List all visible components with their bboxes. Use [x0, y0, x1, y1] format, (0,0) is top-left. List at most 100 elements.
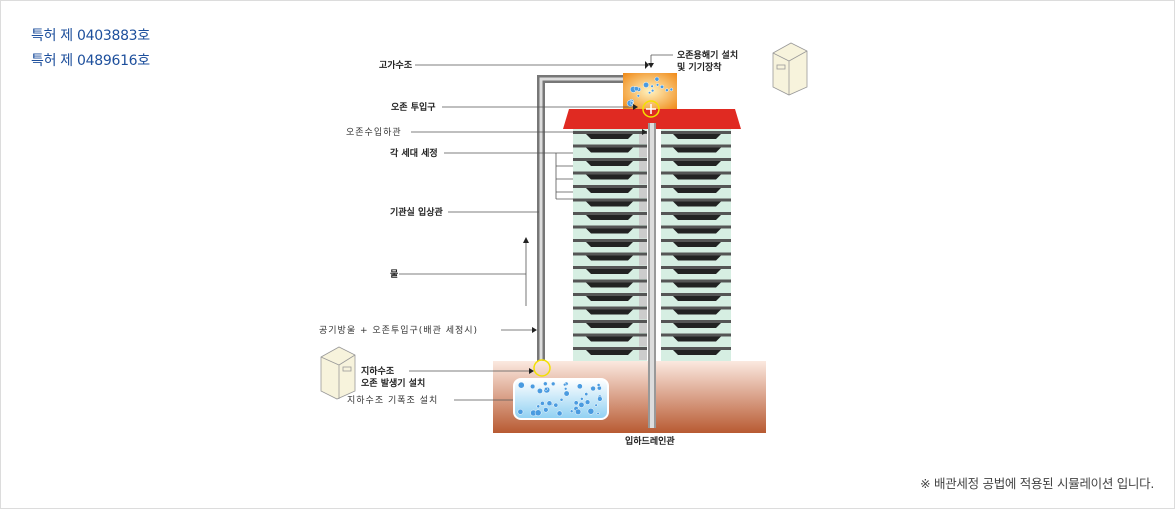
floor-slab: [661, 266, 731, 269]
bubble: [573, 400, 579, 406]
label-each-unit-cleaning: 각 세대 세정: [390, 147, 438, 159]
floor-balcony: [673, 134, 721, 139]
floor-slab: [661, 333, 731, 337]
label-ozone-down-pipe: 오존수입하관: [346, 126, 402, 138]
floor-pipe: [639, 242, 647, 252]
bubble: [651, 89, 655, 93]
floor-balcony: [673, 350, 721, 355]
floor-slab: [573, 158, 647, 161]
label-underground-tank: 지하수조: [361, 365, 395, 377]
bubble: [544, 387, 548, 391]
floor-pipe: [639, 201, 647, 212]
arrow-icon: [633, 104, 638, 110]
bubble: [580, 397, 584, 401]
ozone-bubbles-top: [626, 76, 674, 107]
floor-balcony: [673, 201, 721, 207]
floor-balcony: [673, 228, 721, 234]
floor-balcony: [586, 134, 633, 139]
floor-slab: [573, 347, 647, 350]
floor-pipe: [639, 161, 647, 171]
roof: [563, 109, 741, 129]
bubble: [643, 81, 650, 88]
bubble: [534, 409, 542, 417]
label-ozone-generator: 오존 발생기 설치: [361, 377, 425, 389]
floor-balcony: [586, 228, 633, 234]
floor-balcony: [586, 296, 633, 301]
building-floors: [573, 131, 731, 360]
floor-slab: [573, 333, 647, 337]
floor-slab: [661, 252, 731, 256]
floor-pipe: [639, 215, 647, 225]
bubble: [563, 383, 567, 387]
bubble: [590, 385, 596, 392]
ozone-bubbles-bottom: [517, 381, 603, 417]
floor-balcony: [586, 161, 633, 166]
bubble: [636, 94, 640, 98]
floor-slab: [661, 171, 731, 175]
patent-number-2: 특허 제 0489616호: [31, 53, 150, 69]
patent-number-1: 특허 제 0403883호: [31, 28, 150, 44]
floor-balcony: [673, 242, 721, 247]
bubble: [543, 381, 548, 387]
drain-pipe-highlight: [650, 123, 654, 428]
floor-balcony: [673, 255, 721, 261]
floor-balcony: [586, 201, 633, 207]
bubble: [654, 76, 660, 82]
bubble: [597, 396, 603, 402]
bubble: [650, 84, 654, 88]
bubble: [587, 407, 595, 415]
label-machine-room-riser: 기관실 입상관: [390, 206, 444, 218]
floor-slab: [661, 293, 731, 296]
floor-slab: [661, 239, 731, 242]
bubble: [665, 88, 669, 92]
bubble: [596, 411, 600, 415]
ozone-inlet-marker: [642, 100, 660, 118]
floor-slab: [573, 171, 647, 175]
floor-balcony: [673, 174, 721, 180]
bubble: [540, 401, 545, 406]
bubble: [659, 84, 665, 89]
arrow-icon: [648, 63, 654, 68]
floor-slab: [573, 225, 647, 229]
floor-slab: [661, 212, 731, 215]
arrow-icon: [532, 327, 537, 333]
bubble: [569, 409, 574, 414]
floor-pipe: [639, 269, 647, 279]
floor-slab: [573, 212, 647, 215]
floor-balcony: [586, 350, 633, 355]
floor-pipe: [639, 255, 647, 266]
floor-balcony: [673, 188, 721, 193]
bubble: [594, 403, 598, 407]
arrow-icon: [645, 61, 649, 69]
floor-balcony: [586, 215, 633, 220]
floor-slab: [573, 239, 647, 242]
label-dissolver-2: 및 기기장착: [677, 61, 722, 73]
label-drain-pipe: 입하드레인관: [625, 435, 675, 447]
leader-lines: [399, 54, 673, 401]
floor-balcony: [586, 323, 633, 328]
floor-balcony: [673, 215, 721, 220]
floor-pipe: [639, 188, 647, 198]
floor-balcony: [586, 269, 633, 274]
floor-balcony: [673, 296, 721, 301]
bubble: [648, 91, 652, 95]
floor-balcony: [673, 309, 721, 315]
floor-balcony: [586, 282, 633, 288]
bubble: [530, 383, 536, 390]
bubble: [536, 388, 543, 394]
floor-slab: [661, 320, 731, 323]
bubble: [551, 381, 556, 387]
label-elevated-tank: 고가수조: [379, 59, 413, 71]
bubble: [633, 86, 639, 92]
floor-balcony: [673, 269, 721, 274]
bubble: [669, 87, 674, 92]
floor-pipe: [639, 282, 647, 293]
ozone-generator-box-bottom-icon: [320, 346, 356, 400]
bubble: [578, 401, 585, 408]
floor-slab: [661, 347, 731, 350]
floor-balcony: [586, 242, 633, 247]
arrow-up-icon: [523, 237, 529, 243]
bubble: [559, 397, 564, 402]
